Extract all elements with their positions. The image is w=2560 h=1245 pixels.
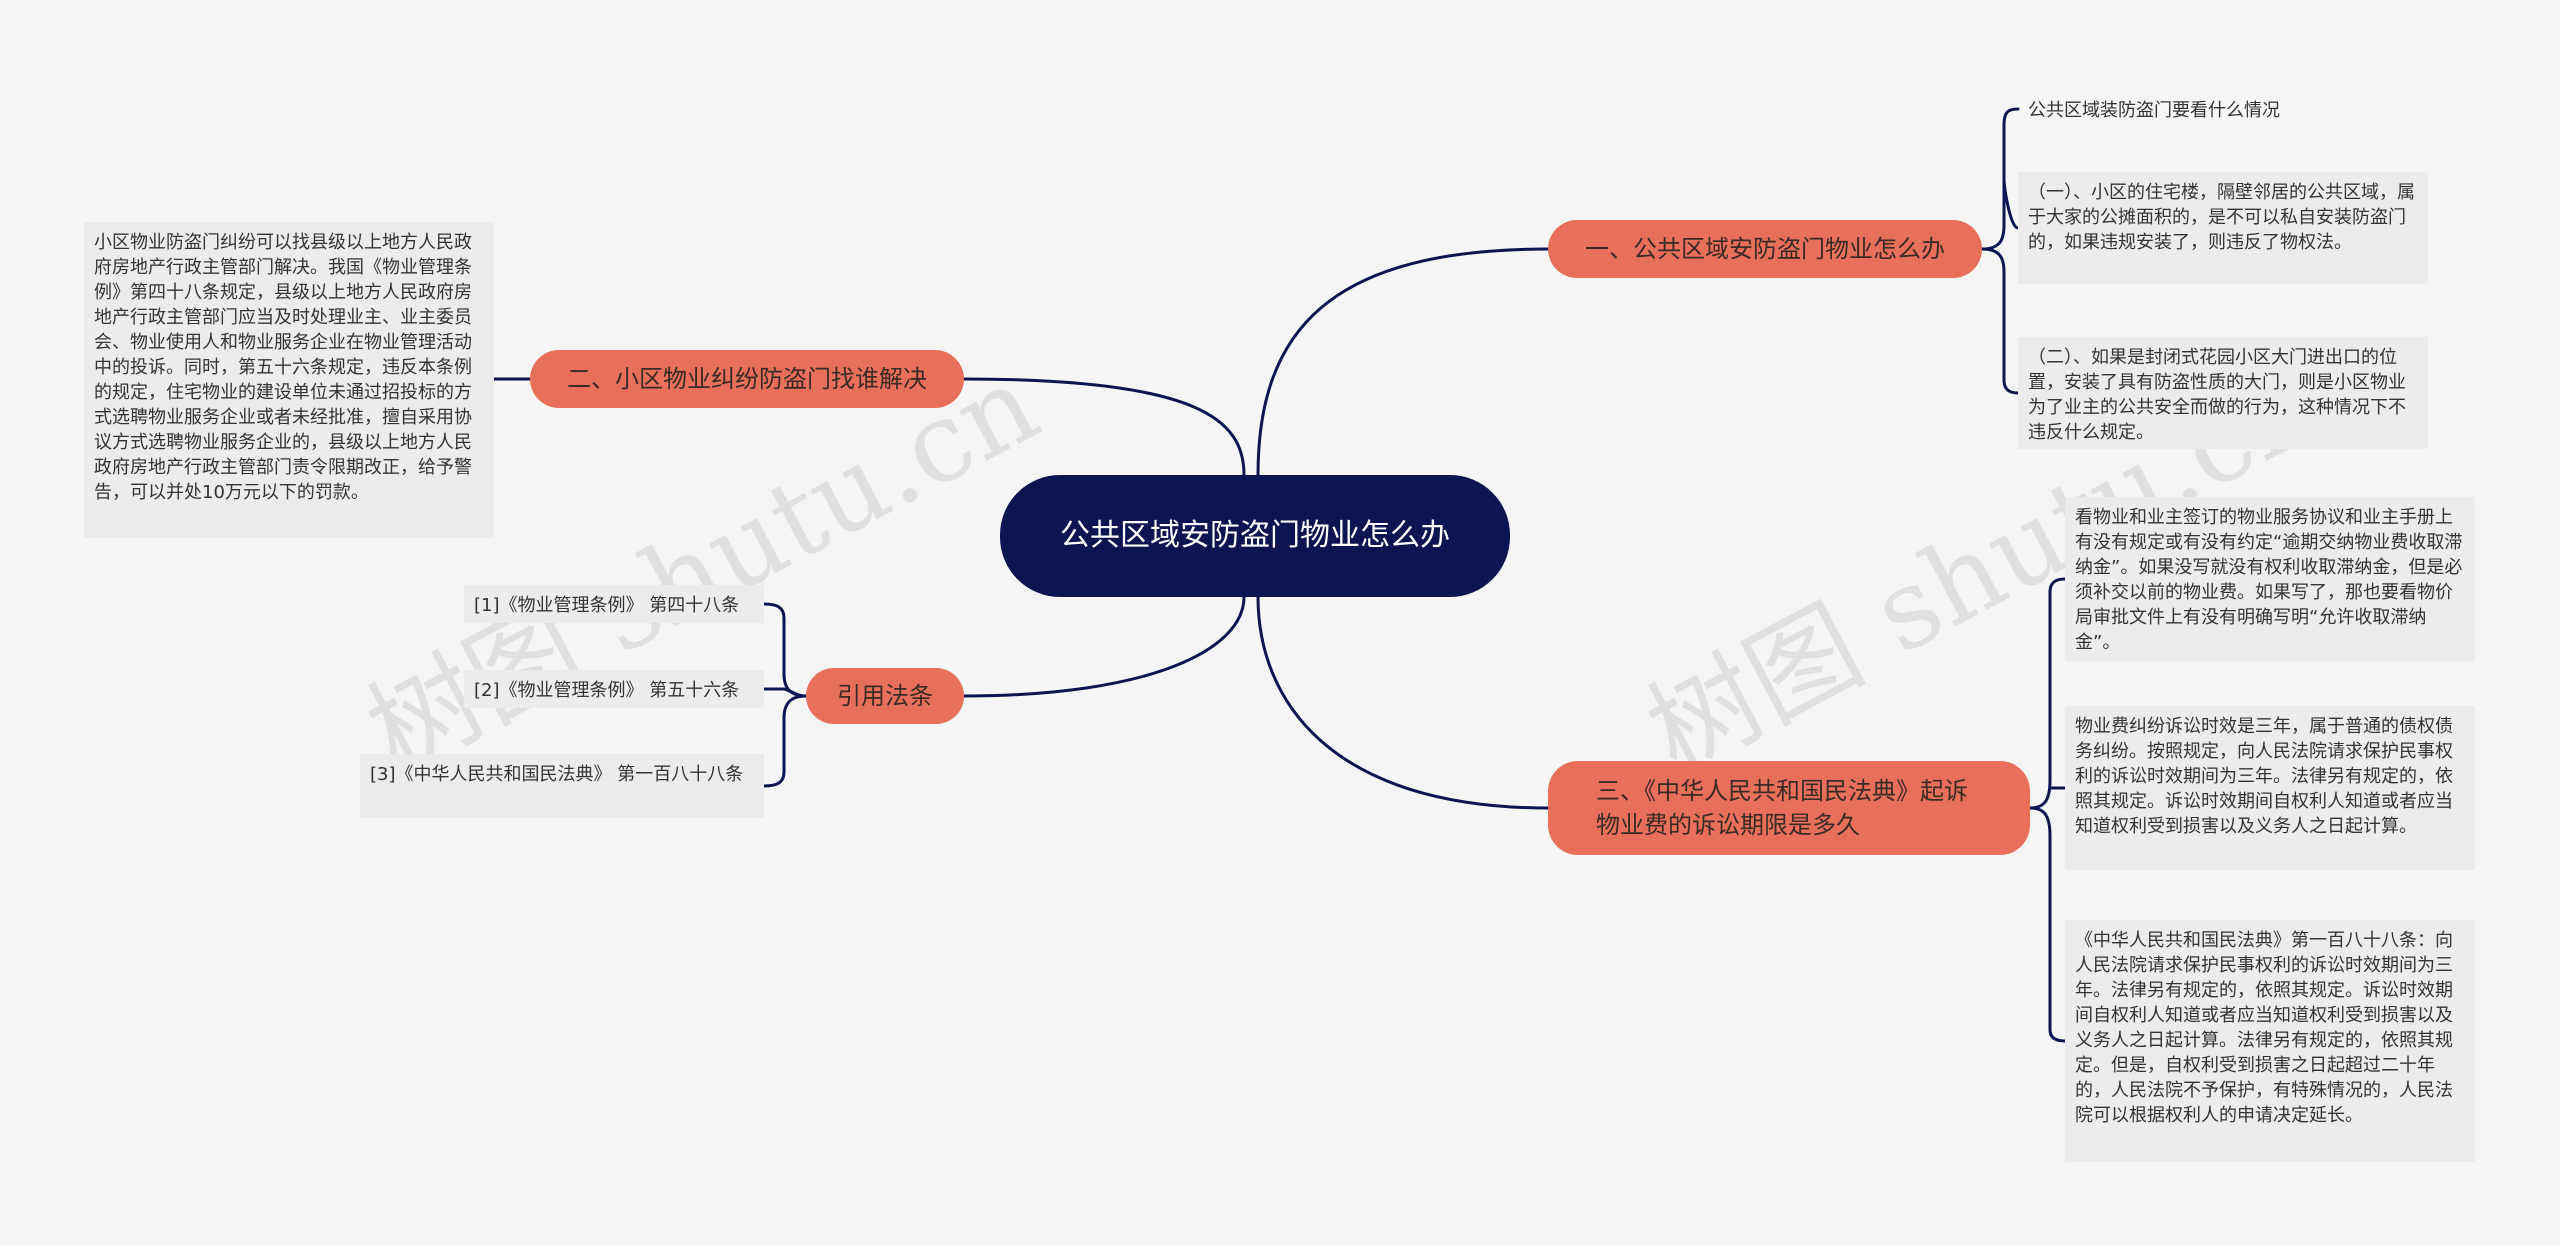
connector-line-15 bbox=[762, 694, 808, 788]
connector-line-9 bbox=[2028, 577, 2067, 810]
branch-label-1: 一、公共区域安防盗门物业怎么办 bbox=[1585, 235, 1945, 263]
branch-label-2: 二、小区物业纠纷防盗门找谁解决 bbox=[567, 365, 927, 393]
leaf-3-3[interactable]: 《中华人民共和国民法典》第一百八十八条：向人民法院请求保护民事权利的诉讼时效期间… bbox=[2065, 920, 2475, 1162]
connector-line-5 bbox=[1980, 107, 2020, 251]
branch-label-4: 引用法条 bbox=[837, 682, 933, 710]
branch-node-4[interactable]: 引用法条 bbox=[806, 668, 964, 724]
connector-line-7 bbox=[1980, 247, 2020, 395]
leaf-3-1[interactable]: 看物业和业主签订的物业服务协议和业主手册上有没有规定或有没有约定“逾期交纳物业费… bbox=[2065, 497, 2475, 661]
connector-line-14 bbox=[762, 687, 808, 698]
connector-line-11 bbox=[2028, 806, 2067, 1043]
branch-node-2[interactable]: 二、小区物业纠纷防盗门找谁解决 bbox=[530, 350, 964, 408]
leaf-4-3[interactable]: [3]《中华人民共和国民法典》 第一百八十八条 bbox=[360, 754, 764, 818]
connector-line-4 bbox=[962, 595, 1246, 698]
leaf-4-1[interactable]: [1]《物业管理条例》 第四十八条 bbox=[464, 585, 764, 623]
branch-label-3: 三、《中华人民共和国民法典》起诉物业费的诉讼期限是多久 bbox=[1596, 777, 1968, 839]
root-label: 公共区域安防盗门物业怎么办 bbox=[1060, 518, 1450, 553]
branch-node-1[interactable]: 一、公共区域安防盗门物业怎么办 bbox=[1548, 220, 1982, 278]
root-node[interactable]: 公共区域安防盗门物业怎么办 bbox=[1000, 475, 1510, 597]
connector-line-3 bbox=[962, 377, 1246, 477]
leaf-3-2[interactable]: 物业费纠纷诉讼时效是三年，属于普通的债权债务纠纷。按照规定，向人民法院请求保护民… bbox=[2065, 706, 2475, 870]
connector-line-13 bbox=[762, 602, 808, 698]
leaf-1-2[interactable]: （一）、小区的住宅楼，隔壁邻居的公共区域，属于大家的公摊面积的，是不可以私自安装… bbox=[2018, 172, 2428, 284]
connector-line-2 bbox=[1256, 595, 1550, 810]
connector-line-1 bbox=[1256, 247, 1550, 477]
leaf-1-1[interactable]: 公共区域装防盗门要看什么情况 bbox=[2028, 100, 2280, 121]
leaf-1-3[interactable]: （二）、如果是封闭式花园小区大门进出口的位置，安装了具有防盗性质的大门，则是小区… bbox=[2018, 337, 2428, 449]
branch-node-3[interactable]: 三、《中华人民共和国民法典》起诉物业费的诉讼期限是多久 bbox=[1548, 761, 2030, 855]
leaf-2-1[interactable]: 小区物业防盗门纠纷可以找县级以上地方人民政府房地产行政主管部门解决。我国《物业管… bbox=[84, 222, 494, 538]
leaf-4-2[interactable]: [2]《物业管理条例》 第五十六条 bbox=[464, 670, 764, 708]
connector-line-6 bbox=[2002, 179, 2020, 230]
